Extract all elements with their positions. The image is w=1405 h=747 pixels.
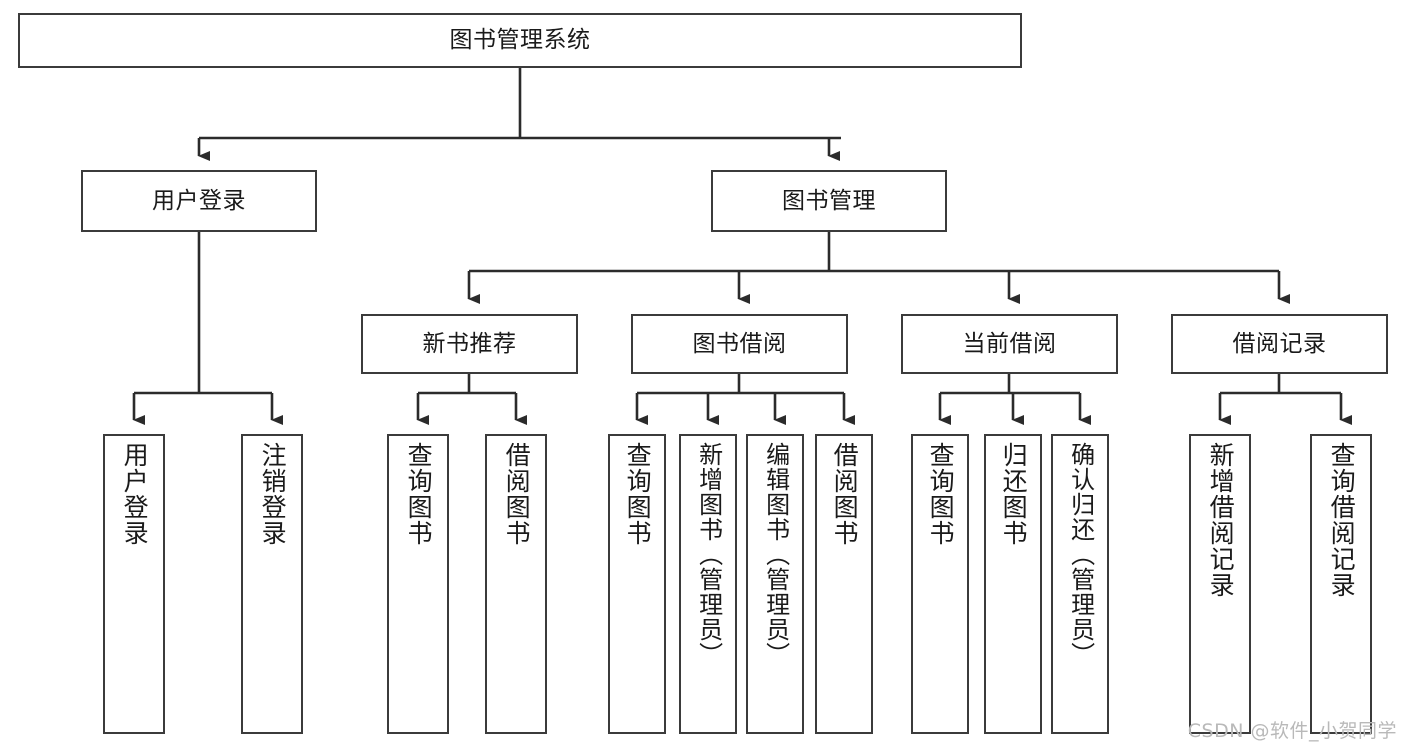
node-current-borrow[interactable]: 当前借阅 bbox=[901, 314, 1118, 374]
node-borrow-record[interactable]: 借阅记录 bbox=[1171, 314, 1388, 374]
leaf-add-record-label: 新增借阅记录 bbox=[1206, 442, 1236, 598]
node-book-borrow[interactable]: 图书借阅 bbox=[631, 314, 848, 374]
leaf-borrow-book-2[interactable]: 借阅图书 bbox=[815, 434, 873, 734]
node-current-borrow-label: 当前借阅 bbox=[962, 330, 1057, 357]
node-book-borrow-label: 图书借阅 bbox=[692, 330, 787, 357]
leaf-query-book-2-label: 查询图书 bbox=[623, 442, 653, 546]
leaf-confirm-return[interactable]: 确认归还（管理员） bbox=[1051, 434, 1109, 734]
leaf-borrow-book-1[interactable]: 借阅图书 bbox=[485, 434, 547, 734]
leaf-add-book-label: 新增图书（管理员） bbox=[694, 442, 723, 667]
leaf-user-login-label: 用户登录 bbox=[120, 442, 150, 546]
node-user-login-label: 用户登录 bbox=[152, 187, 246, 214]
leaf-edit-book[interactable]: 编辑图书（管理员） bbox=[746, 434, 804, 734]
node-book-manage-label: 图书管理 bbox=[782, 187, 876, 214]
csdn-watermark: CSDN @软件_小贺同学 bbox=[1187, 720, 1397, 742]
leaf-return-book[interactable]: 归还图书 bbox=[984, 434, 1042, 734]
leaf-query-book-3[interactable]: 查询图书 bbox=[911, 434, 969, 734]
leaf-query-record-label: 查询借阅记录 bbox=[1327, 442, 1357, 598]
node-book-manage[interactable]: 图书管理 bbox=[711, 170, 947, 232]
leaf-borrow-book-1-label: 借阅图书 bbox=[502, 442, 532, 546]
node-new-book-recommend[interactable]: 新书推荐 bbox=[361, 314, 578, 374]
leaf-edit-book-label: 编辑图书（管理员） bbox=[761, 442, 790, 667]
leaf-logout[interactable]: 注销登录 bbox=[241, 434, 303, 734]
leaf-query-book-1[interactable]: 查询图书 bbox=[387, 434, 449, 734]
leaf-query-book-1-label: 查询图书 bbox=[404, 442, 434, 546]
leaf-add-record[interactable]: 新增借阅记录 bbox=[1189, 434, 1251, 734]
node-root[interactable]: 图书管理系统 bbox=[18, 13, 1022, 68]
leaf-query-book-3-label: 查询图书 bbox=[926, 442, 956, 546]
node-borrow-record-label: 借阅记录 bbox=[1232, 330, 1327, 357]
leaf-borrow-book-2-label: 借阅图书 bbox=[830, 442, 860, 546]
leaf-query-record[interactable]: 查询借阅记录 bbox=[1310, 434, 1372, 734]
leaf-user-login[interactable]: 用户登录 bbox=[103, 434, 165, 734]
leaf-add-book[interactable]: 新增图书（管理员） bbox=[679, 434, 737, 734]
node-root-label: 图书管理系统 bbox=[449, 27, 591, 54]
leaf-return-book-label: 归还图书 bbox=[999, 442, 1029, 546]
leaf-query-book-2[interactable]: 查询图书 bbox=[608, 434, 666, 734]
leaf-logout-label: 注销登录 bbox=[258, 442, 288, 546]
leaf-confirm-return-label: 确认归还（管理员） bbox=[1066, 442, 1095, 667]
node-user-login[interactable]: 用户登录 bbox=[81, 170, 317, 232]
node-new-book-recommend-label: 新书推荐 bbox=[422, 330, 517, 357]
